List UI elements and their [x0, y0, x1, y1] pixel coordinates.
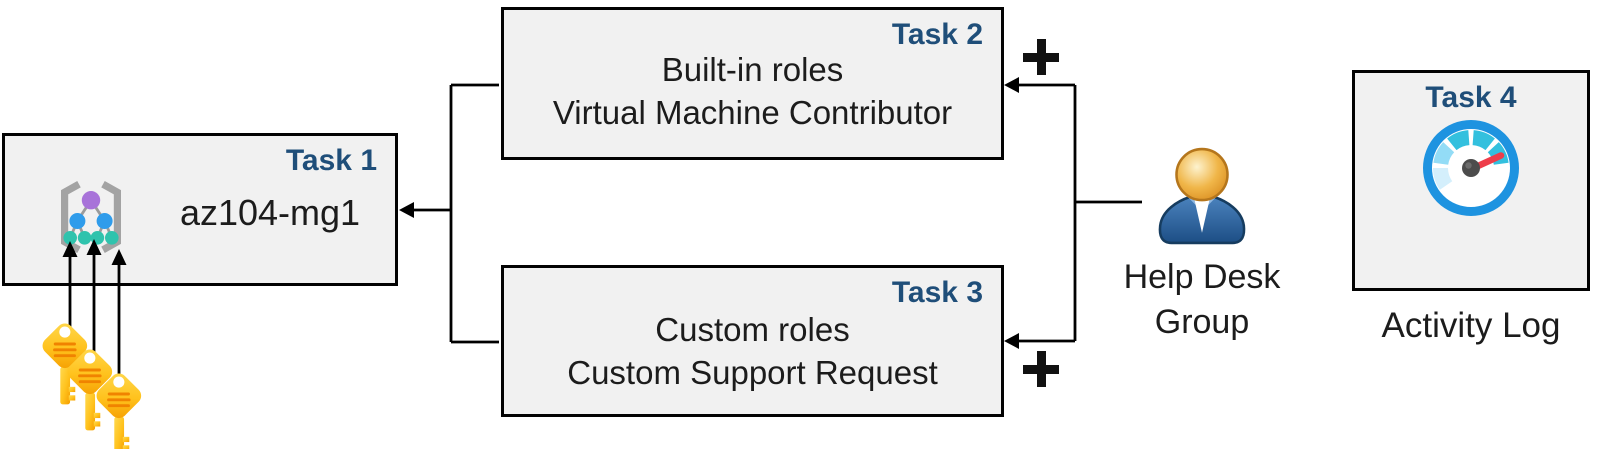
task4-box: Task 4 Activity Log [1352, 70, 1590, 345]
plus-icon: + [1021, 37, 1061, 77]
tree-mid-node [69, 213, 86, 229]
user-icon [1158, 147, 1246, 245]
task3-line1: Custom roles [655, 311, 850, 348]
tree-leaf-node [105, 231, 119, 245]
user-shirt [1193, 197, 1211, 233]
task2-badge: Task 2 [891, 18, 983, 51]
management-group-name: az104-mg1 [179, 192, 361, 233]
arrowhead-task3 [1004, 333, 1019, 349]
gauge-hub-highlight [1465, 162, 1472, 169]
tree-leaf-node [63, 231, 77, 245]
arrowhead-task2 [1004, 77, 1019, 93]
task4-caption: Activity Log [1381, 306, 1561, 345]
bracket-right [101, 181, 121, 253]
activity-log-gauge-icon [1423, 120, 1519, 216]
task3-box: Task 3 Custom roles Custom Support Reque… [501, 265, 1004, 417]
user-head [1175, 147, 1229, 202]
key-icon [67, 349, 113, 431]
tree-leaf-node [77, 231, 92, 245]
key-icon [96, 373, 142, 449]
help-desk-group-label-line1: Help Desk [1123, 258, 1281, 296]
task2-line1: Built-in roles [661, 51, 844, 88]
tree-mid-node [96, 213, 113, 229]
plus-icon: + [1021, 349, 1061, 389]
task4-badge: Task 4 [1425, 81, 1517, 114]
tree-root-node [81, 191, 101, 210]
key-icon [42, 323, 88, 405]
task3-badge: Task 3 [891, 276, 983, 309]
task1-badge: Task 1 [285, 144, 377, 177]
arrowhead-task1 [399, 202, 414, 218]
gauge-hub [1462, 159, 1480, 177]
help-desk-group-label-line2: Group [1154, 303, 1250, 341]
task2-box: Task 2 Built-in roles Virtual Machine Co… [501, 7, 1004, 160]
tree-leaf-node [90, 231, 105, 245]
task2-line2: Virtual Machine Contributor [552, 94, 953, 131]
task3-line2: Custom Support Request [567, 354, 938, 391]
management-group-icon [61, 181, 121, 253]
